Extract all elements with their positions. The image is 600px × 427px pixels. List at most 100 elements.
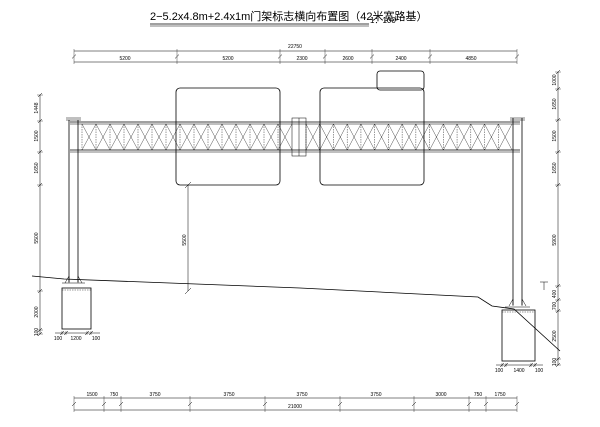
truss-diagonal — [81, 123, 97, 151]
top-seg-dim: 5200 — [119, 56, 130, 62]
truss-diagonal — [137, 123, 153, 151]
truss-diagonal — [360, 123, 375, 151]
left-dim: 1448 — [34, 102, 40, 113]
top-dim-tick — [174, 54, 180, 59]
left-dim-tick — [37, 182, 43, 188]
bottom-dim-tick — [411, 401, 417, 407]
sign-clearance-value: 5500 — [182, 234, 188, 245]
drawing-scale: 1：100 — [370, 16, 396, 25]
sign-panel-small — [376, 70, 425, 91]
right-footing-dim: 100 — [495, 368, 504, 374]
truss-diagonal — [165, 123, 181, 151]
bottom-seg-dim: 1500 — [86, 392, 97, 398]
top-seg-dim: 5200 — [222, 56, 233, 62]
right-dim-tick — [555, 308, 561, 314]
bottom-seg-dim: 3750 — [223, 392, 234, 398]
truss-diagonal — [207, 123, 223, 151]
truss-diagonal — [305, 123, 320, 151]
right-footing-tick — [528, 362, 534, 368]
truss-diagonal — [151, 123, 167, 151]
right-dim: 100 — [552, 358, 558, 367]
left-footing — [61, 287, 92, 330]
right-footing-dim: 100 — [535, 368, 544, 374]
bottom-dim-tick — [483, 401, 489, 407]
top-dim-tick — [277, 54, 283, 59]
truss-diagonal — [193, 123, 209, 151]
top-overall-dim: 22750 — [288, 44, 302, 50]
right-footing-dim: 1400 — [513, 368, 524, 374]
truss-diagonal — [319, 123, 334, 151]
bottom-seg-dim: 3750 — [296, 392, 307, 398]
bottom-seg-dim: 3000 — [435, 392, 446, 398]
right-footing-tick — [499, 362, 505, 368]
drawing-title: 2−5.2x4.8m+2.4x1m门架标志横向布置图（42米宽路基） — [150, 9, 428, 23]
truss-diagonal — [249, 123, 265, 151]
truss-diagonal — [123, 123, 139, 151]
truss-diagonal — [235, 123, 251, 151]
bottom-seg-dim: 750 — [474, 392, 483, 398]
left-dim-tick — [37, 327, 43, 333]
right-footing-tick — [532, 362, 538, 368]
bottom-dim-tick — [71, 401, 77, 407]
right-dim-tick — [555, 149, 561, 155]
truss-diagonal — [429, 123, 444, 151]
bottom-seg-dim: 1750 — [494, 392, 505, 398]
right-dim: 1650 — [552, 162, 558, 173]
left-dim-tick — [37, 92, 43, 98]
ground-line — [31, 275, 561, 352]
right-dim-tick — [555, 297, 561, 303]
right-dim-tick — [555, 182, 561, 188]
left-dim: 5500 — [34, 232, 40, 243]
right-dim-tick — [555, 356, 561, 362]
top-seg-dim: 2300 — [296, 56, 307, 62]
sign-panel-middle — [319, 87, 425, 186]
truss-diagonal — [347, 123, 362, 151]
right-footing — [501, 309, 536, 362]
truss-diagonal — [484, 123, 499, 151]
truss-diagonal — [374, 123, 389, 151]
truss-diagonal — [415, 123, 430, 151]
right-dim: 1000 — [552, 74, 558, 85]
right-dim: 1650 — [552, 98, 558, 109]
truss-diagonal — [95, 123, 111, 151]
right-dim-tick — [555, 283, 561, 289]
bottom-dimension-chain: 1500 750 3750 3750 3750 3750 3000 750 17… — [71, 392, 520, 412]
left-footing-tick — [88, 330, 94, 336]
left-dim: 100 — [34, 328, 40, 337]
truss-diagonal — [470, 123, 485, 151]
bottom-seg-dim: 3750 — [370, 392, 381, 398]
left-footing-dims: 100 1200 100 — [54, 330, 100, 342]
truss-diagonal — [443, 123, 458, 151]
bottom-seg-dim: 750 — [110, 392, 119, 398]
left-footing-dim: 1200 — [70, 336, 81, 342]
truss-diagonal — [179, 123, 195, 151]
truss-diagonal — [333, 123, 348, 151]
bottom-dim-tick — [514, 401, 520, 407]
bottom-dim-tick — [466, 401, 472, 407]
truss-diagonal — [263, 123, 279, 151]
right-dimension-chain: 1000 1650 1500 1650 5900 400 700 2500 10… — [540, 69, 561, 368]
truss-diagonal — [109, 123, 125, 151]
left-dim-tick — [37, 149, 43, 155]
bottom-dim-tick — [262, 401, 268, 407]
top-seg-dim: 4850 — [465, 56, 476, 62]
bottom-dim-tick — [337, 401, 343, 407]
truss-beam — [70, 117, 520, 157]
truss-diagonal — [498, 123, 513, 151]
sign-panel-left — [175, 87, 281, 186]
right-dim: 2500 — [552, 330, 558, 341]
bottom-seg-dim: 3750 — [149, 392, 160, 398]
right-column — [505, 117, 530, 308]
truss-diagonal — [456, 123, 471, 151]
truss-diagonal — [388, 123, 403, 151]
left-dim-tick — [37, 331, 43, 337]
left-dim-tick — [37, 288, 43, 294]
truss-diagonal — [401, 123, 417, 151]
right-footing-tick — [503, 362, 509, 368]
right-dim-tick — [555, 69, 561, 75]
right-dim: 5900 — [552, 234, 558, 245]
left-footing-tick — [59, 330, 65, 336]
left-dim: 1500 — [34, 130, 40, 141]
top-dim-tick — [427, 54, 433, 59]
